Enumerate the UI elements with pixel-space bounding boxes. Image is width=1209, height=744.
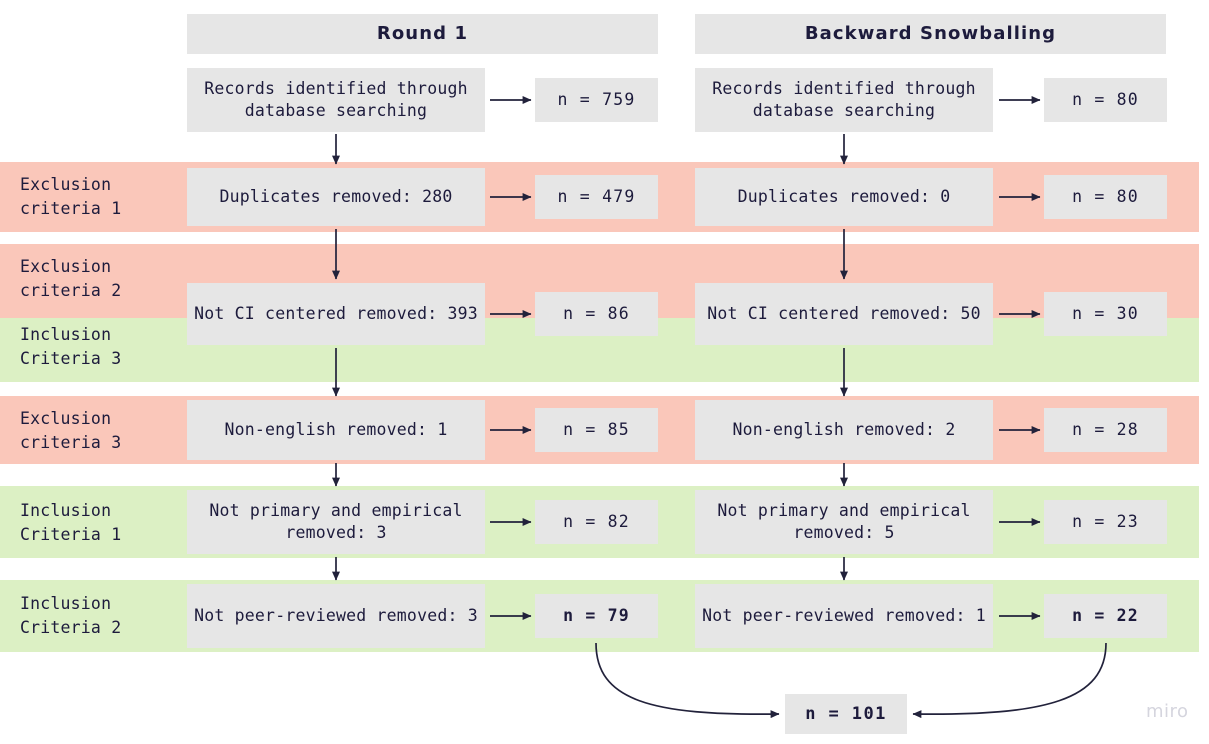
step-box-non-english-right: Non-english removed: 2 — [695, 400, 993, 460]
step-box-not-ci-centered-left: Not CI centered removed: 393 — [187, 283, 485, 345]
step-box-not-peer-reviewed-right: Not peer-reviewed removed: 1 — [695, 584, 993, 648]
step-box-records-identified-right: Records identified through database sear… — [695, 68, 993, 132]
step-box-records-identified-left: Records identified through database sear… — [187, 68, 485, 132]
step-box-not-ci-centered-right: Not CI centered removed: 50 — [695, 283, 993, 345]
step-box-non-english-left: Non-english removed: 1 — [187, 400, 485, 460]
side-label-exclusion-criteria-2: Exclusion criteria 2 — [20, 257, 122, 300]
side-label-inclusion-criteria-2: Inclusion Criteria 2 — [20, 594, 122, 637]
step-box-duplicates-removed-right: Duplicates removed: 0 — [695, 168, 993, 226]
side-label-inclusion-criteria-3: Inclusion Criteria 3 — [20, 325, 122, 368]
count-box-records-identified-right: n = 80 — [1044, 78, 1167, 122]
count-box-not-primary-empirical-right: n = 23 — [1044, 500, 1167, 544]
side-label-exclusion-criteria-3: Exclusion criteria 3 — [20, 409, 122, 452]
count-box-not-peer-reviewed-left: n = 79 — [535, 594, 658, 638]
step-box-not-peer-reviewed-left: Not peer-reviewed removed: 3 — [187, 584, 485, 648]
step-box-not-primary-empirical-left: Not primary and empirical removed: 3 — [187, 490, 485, 554]
count-box-not-peer-reviewed-right: n = 22 — [1044, 594, 1167, 638]
column-header-round-1: Round 1 — [187, 14, 658, 54]
count-box-not-ci-centered-left: n = 86 — [535, 292, 658, 336]
miro-watermark: miro — [1146, 701, 1189, 722]
arrow-merge-left-to-total — [595, 642, 780, 719]
total-count-box: n = 101 — [785, 694, 907, 734]
count-box-records-identified-left: n = 759 — [535, 78, 658, 122]
side-label-inclusion-criteria-1: Inclusion Criteria 1 — [20, 501, 122, 544]
step-box-duplicates-removed-left: Duplicates removed: 280 — [187, 168, 485, 226]
arrow-merge-right-to-total — [912, 642, 1107, 719]
count-box-not-ci-centered-right: n = 30 — [1044, 292, 1167, 336]
count-box-not-primary-empirical-left: n = 82 — [535, 500, 658, 544]
count-box-non-english-right: n = 28 — [1044, 408, 1167, 452]
count-box-duplicates-removed-right: n = 80 — [1044, 175, 1167, 219]
step-box-not-primary-empirical-right: Not primary and empirical removed: 5 — [695, 490, 993, 554]
side-label-exclusion-criteria-1: Exclusion criteria 1 — [20, 175, 122, 218]
count-box-non-english-left: n = 85 — [535, 408, 658, 452]
count-box-duplicates-removed-left: n = 479 — [535, 175, 658, 219]
column-header-backward-snowballing: Backward Snowballing — [695, 14, 1166, 54]
